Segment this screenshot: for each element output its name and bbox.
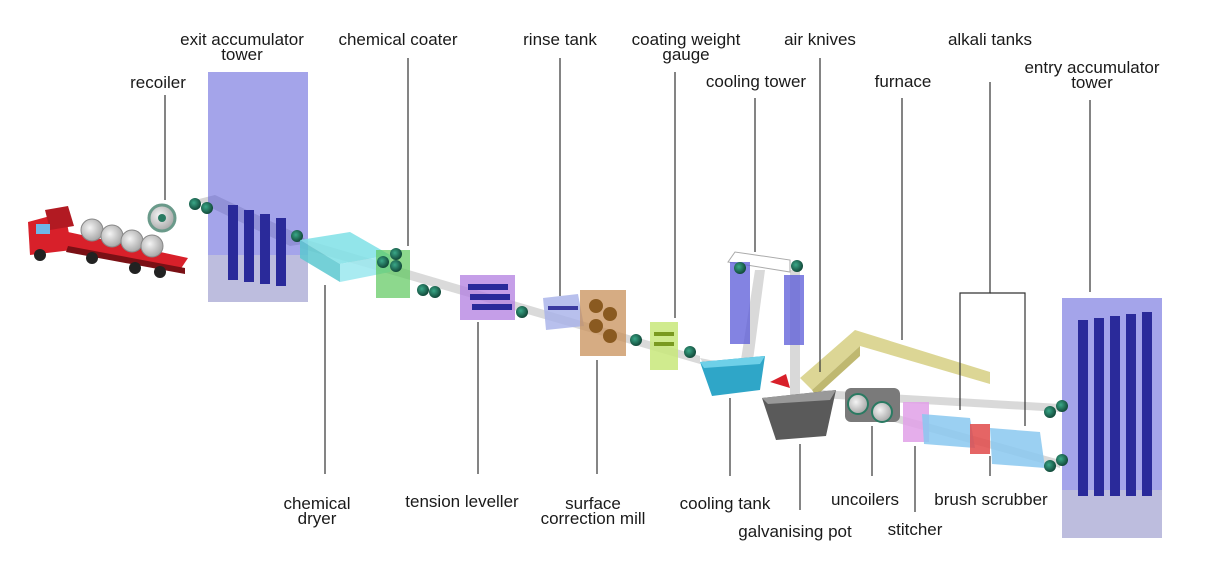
label-cooling-tower-line-1: cooling tower [705, 72, 807, 91]
coating-weight-gauge-unit [650, 322, 696, 370]
label-air-knives-line-1: air knives [784, 30, 856, 49]
entry-accumulator-tower [1044, 298, 1162, 538]
label-tension-leveller: tension leveller [405, 492, 519, 511]
label-recoiler-line-1: recoiler [130, 73, 186, 92]
truck-with-coils [28, 206, 188, 278]
recoiler-unit [147, 203, 177, 233]
label-chemical-dryer-line-1: chemical [283, 494, 351, 513]
label-galvanising-pot: galvanising pot [738, 522, 852, 541]
label-galvanising-pot-line-1: galvanising pot [738, 522, 852, 541]
label-air-knives: air knives [784, 30, 856, 49]
label-exit-accumulator-tower: exit accumulator tower [180, 30, 304, 64]
chemical-coater-unit [376, 248, 410, 298]
chemical-dryer-unit [300, 232, 390, 282]
rinse-tank-unit [543, 294, 584, 330]
label-stitcher-line-1: stitcher [887, 520, 943, 539]
label-alkali-tanks-line-1: alkali tanks [947, 30, 1033, 49]
label-furnace: furnace [874, 72, 932, 91]
label-entry-accumulator-tower-line-1: entry accumulator [1024, 58, 1160, 77]
label-rinse-tank-line-1: rinse tank [523, 30, 597, 49]
label-exit-accumulator-tower-line-1: exit accumulator [180, 30, 304, 49]
label-cooling-tank-line-1: cooling tank [679, 494, 771, 513]
label-brush-scrubber-line-1: brush scrubber [934, 490, 1048, 509]
label-tension-leveller-line-1: tension leveller [405, 492, 519, 511]
label-uncoilers: uncoilers [830, 490, 900, 509]
label-chemical-dryer: chemical dryer [283, 494, 351, 528]
label-brush-scrubber: brush scrubber [934, 490, 1048, 509]
label-coating-weight-gauge-line-2: gauge [662, 45, 710, 64]
furnace-unit [800, 330, 990, 396]
cooling-tower-unit [727, 251, 804, 345]
leader-lines [164, 58, 1091, 512]
uncoilers-unit [845, 388, 900, 423]
label-surface-correction-mill: surface correction mill [540, 494, 646, 528]
galvanising-pot-unit [762, 390, 836, 440]
exit-accumulator-tower [189, 72, 308, 302]
label-uncoilers-line-1: uncoilers [830, 490, 900, 509]
label-stitcher: stitcher [887, 520, 943, 539]
label-alkali-tanks: alkali tanks [947, 30, 1033, 49]
label-chemical-dryer-line-2: dryer [297, 509, 337, 528]
label-cooling-tower: cooling tower [705, 72, 807, 91]
label-furnace-line-1: furnace [874, 72, 932, 91]
cooling-tank-unit [700, 356, 765, 396]
surface-correction-mill-unit [580, 290, 642, 356]
label-chemical-coater: chemical coater [338, 30, 458, 49]
label-entry-accumulator-tower-line-2: tower [1071, 73, 1113, 92]
air-knives-unit [770, 374, 790, 388]
label-coating-weight-gauge-line-1: coating weight [631, 30, 741, 49]
label-surface-correction-mill-line-2: correction mill [540, 509, 646, 528]
label-rinse-tank: rinse tank [523, 30, 597, 49]
label-chemical-coater-line-1: chemical coater [338, 30, 458, 49]
alkali-tanks-unit [922, 414, 1045, 468]
label-cooling-tank: cooling tank [679, 494, 771, 513]
tension-leveller-unit [417, 275, 528, 320]
label-recoiler: recoiler [130, 73, 186, 92]
label-coating-weight-gauge: coating weight gauge [631, 30, 741, 64]
label-exit-accumulator-tower-line-2: tower [221, 45, 263, 64]
label-surface-correction-mill-line-1: surface [565, 494, 621, 513]
label-entry-accumulator-tower: entry accumulator tower [1024, 58, 1160, 92]
